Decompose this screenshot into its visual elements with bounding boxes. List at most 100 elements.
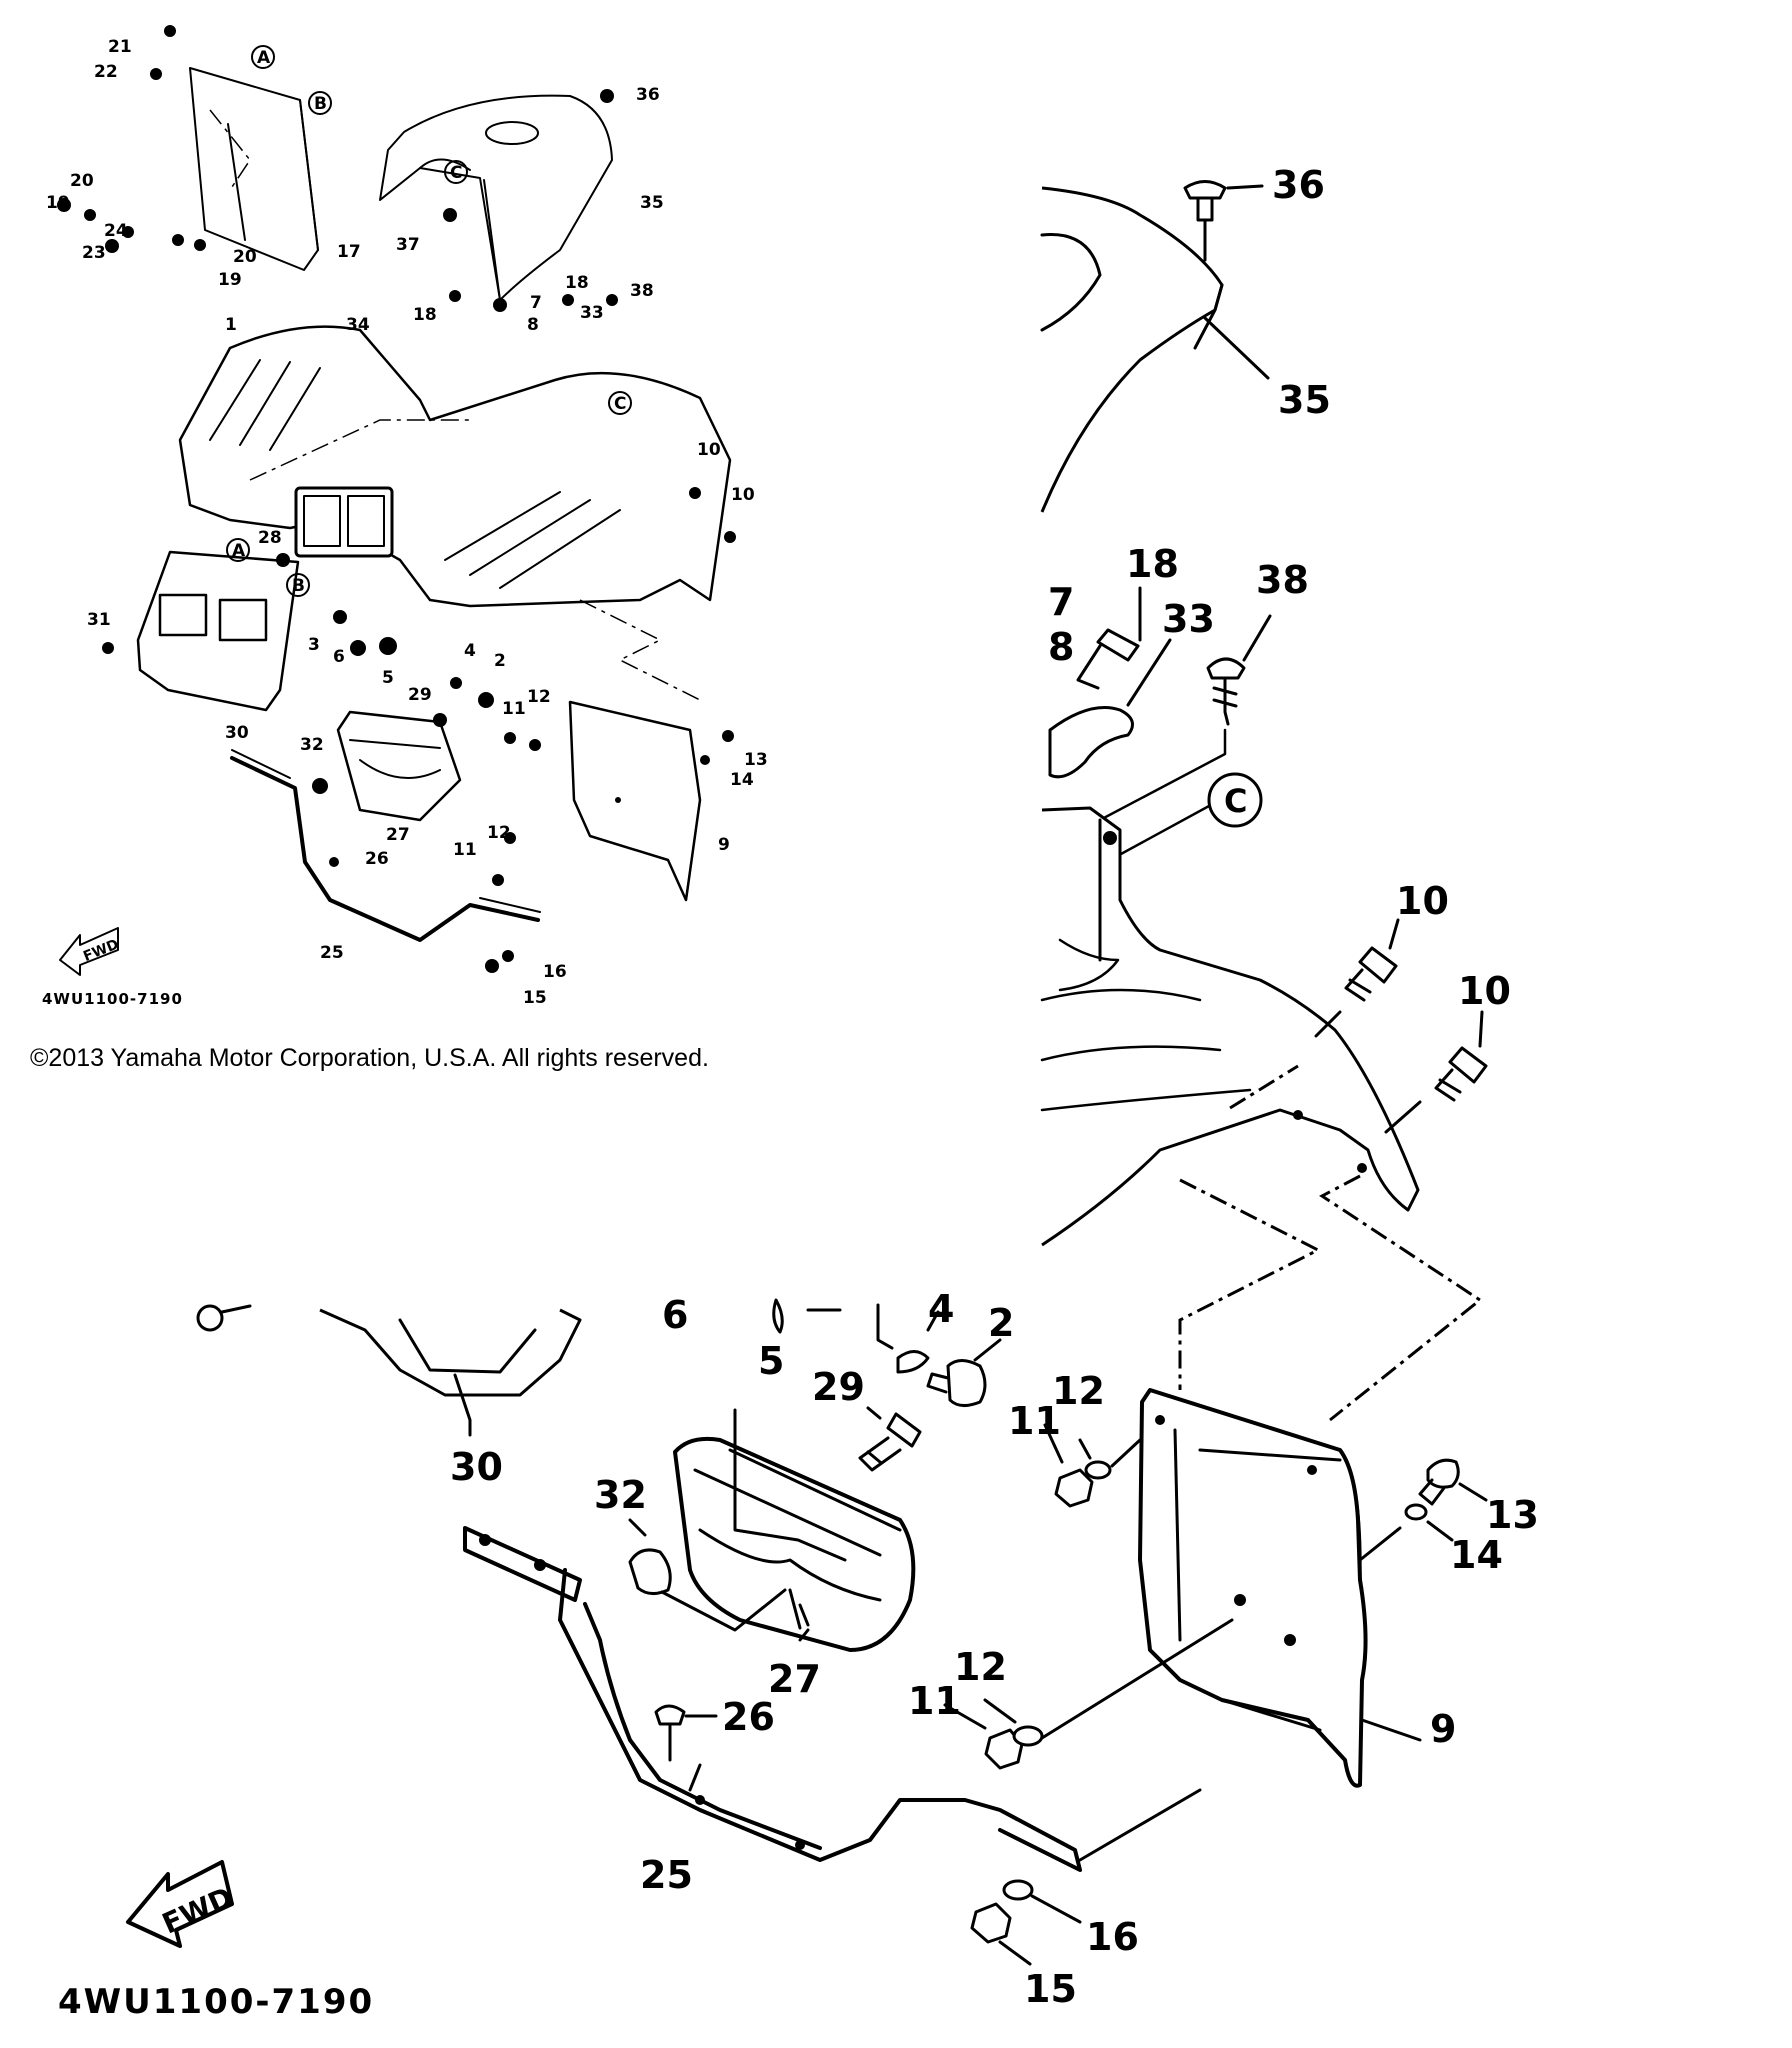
flap-9 — [568, 700, 702, 902]
fender-1 — [178, 325, 732, 608]
label-33-small: 33 — [580, 303, 604, 323]
label-15-small: 15 — [523, 988, 547, 1008]
callout-a-bottom: A — [232, 541, 246, 561]
label-6-small: 6 — [333, 647, 345, 667]
label-29-large: 29 — [812, 1365, 865, 1409]
label-11a-large: 11 — [1008, 1399, 1061, 1443]
label-11a-small: 11 — [502, 699, 526, 719]
label-24-small: 24 — [104, 221, 128, 241]
label-18b-small: 18 — [565, 273, 589, 293]
label-5-large: 5 — [758, 1339, 784, 1383]
panel-17 — [189, 67, 319, 271]
label-22-small: 22 — [94, 62, 118, 82]
label-4-large: 4 — [928, 1287, 954, 1331]
label-25-small: 25 — [320, 943, 344, 963]
label-2-large: 2 — [988, 1301, 1014, 1345]
label-12a-large: 12 — [1052, 1369, 1105, 1413]
part-labels-small: 1 2 3 4 5 6 7 8 9 10 10 11 11 12 12 13 1… — [46, 37, 768, 1008]
label-30-large: 30 — [450, 1445, 503, 1489]
label-6-large: 6 — [662, 1293, 688, 1337]
label-15-large: 15 — [1024, 1967, 1077, 2011]
overview-diagram: A B C C A B 1 2 3 4 5 6 7 8 9 10 10 11 1… — [46, 25, 768, 1008]
label-14-large: 14 — [1450, 1533, 1503, 1577]
callout-c-cover: C — [450, 163, 462, 183]
label-16-large: 16 — [1086, 1915, 1139, 1959]
label-12a-small: 12 — [527, 687, 551, 707]
label-27-large: 27 — [768, 1657, 821, 1701]
label-35-small: 35 — [640, 193, 664, 213]
label-2-small: 2 — [494, 651, 506, 671]
label-18-large: 18 — [1126, 542, 1179, 586]
label-16-small: 16 — [543, 962, 567, 982]
bracket-25 — [230, 756, 540, 942]
label-17-small: 17 — [337, 242, 361, 262]
label-8-small: 8 — [527, 315, 539, 335]
label-38-small: 38 — [630, 281, 654, 301]
zoom-upper-right: C — [1040, 180, 1488, 1422]
label-31-small: 31 — [87, 610, 111, 630]
label-8-large: 8 — [1048, 625, 1074, 669]
diagram-code-large: 4WU1100-7190 — [58, 1982, 375, 2022]
callout-b-top: B — [314, 94, 327, 114]
label-28-small: 28 — [258, 528, 282, 548]
label-27-small: 27 — [386, 825, 410, 845]
label-13-small: 13 — [744, 750, 768, 770]
label-10b-small: 10 — [731, 485, 755, 505]
label-7-large: 7 — [1048, 580, 1074, 624]
label-1-small: 1 — [225, 315, 237, 335]
label-33-large: 33 — [1162, 597, 1215, 641]
label-36-small: 36 — [636, 85, 660, 105]
fwd-arrow-small: FWD — [59, 927, 121, 976]
label-4-small: 4 — [464, 641, 476, 661]
label-10a-small: 10 — [697, 440, 721, 460]
label-35-large: 35 — [1278, 378, 1331, 422]
label-10a-large: 10 — [1396, 879, 1449, 923]
diagram-code-small: 4WU1100-7190 — [42, 990, 183, 1008]
cover-35 — [379, 94, 613, 301]
flap-9-zoom — [1138, 1388, 1368, 1788]
bezel-30-zoom — [319, 1308, 582, 1397]
label-21-small: 21 — [108, 37, 132, 57]
copyright-notice: ©2013 Yamaha Motor Corporation, U.S.A. A… — [30, 1044, 709, 1072]
label-10b-large: 10 — [1458, 969, 1511, 1013]
headlight-bezel-30 — [136, 550, 300, 712]
label-29-small: 29 — [408, 685, 432, 705]
zoom-lower: FWD — [126, 1298, 1488, 1966]
overview-hardware — [57, 25, 736, 973]
label-32-small: 32 — [300, 735, 324, 755]
label-20a-small: 20 — [70, 171, 94, 191]
callout-b-bottom: B — [292, 576, 305, 596]
label-12b-large: 12 — [954, 1645, 1007, 1689]
label-5-small: 5 — [382, 668, 394, 688]
label-30-small: 30 — [225, 723, 249, 743]
label-19b-small: 19 — [218, 270, 242, 290]
callout-letters-small: A B C C A B — [226, 45, 632, 597]
label-11b-small: 11 — [453, 840, 477, 860]
housing-27 — [336, 710, 462, 822]
callout-c-fender: C — [614, 394, 626, 414]
label-38-large: 38 — [1256, 558, 1309, 602]
label-7-small: 7 — [530, 293, 542, 313]
label-34-small: 34 — [346, 315, 370, 335]
label-12b-small: 12 — [487, 823, 511, 843]
fender-1-zoom — [1041, 806, 1420, 1247]
label-11b-large: 11 — [908, 1679, 961, 1723]
label-13-large: 13 — [1486, 1493, 1539, 1537]
label-18a-small: 18 — [413, 305, 437, 325]
label-14-small: 14 — [730, 770, 754, 790]
fwd-arrow-large: FWD — [126, 1860, 238, 1948]
label-9-large: 9 — [1430, 1707, 1456, 1751]
label-19a-small: 19 — [46, 193, 70, 213]
callout-a-top: A — [257, 48, 271, 68]
label-25-large: 25 — [640, 1853, 693, 1897]
label-36-large: 36 — [1272, 163, 1325, 207]
label-20b-small: 20 — [233, 247, 257, 267]
part-labels-large: 36 35 18 33 38 7 8 10 10 6 5 4 2 29 30 3… — [450, 163, 1539, 2011]
label-26-large: 26 — [722, 1695, 775, 1739]
label-26-small: 26 — [365, 849, 389, 869]
callout-c-zoom: C — [1224, 782, 1247, 820]
label-23-small: 23 — [82, 243, 106, 263]
label-32-large: 32 — [594, 1473, 647, 1517]
label-37-small: 37 — [396, 235, 420, 255]
